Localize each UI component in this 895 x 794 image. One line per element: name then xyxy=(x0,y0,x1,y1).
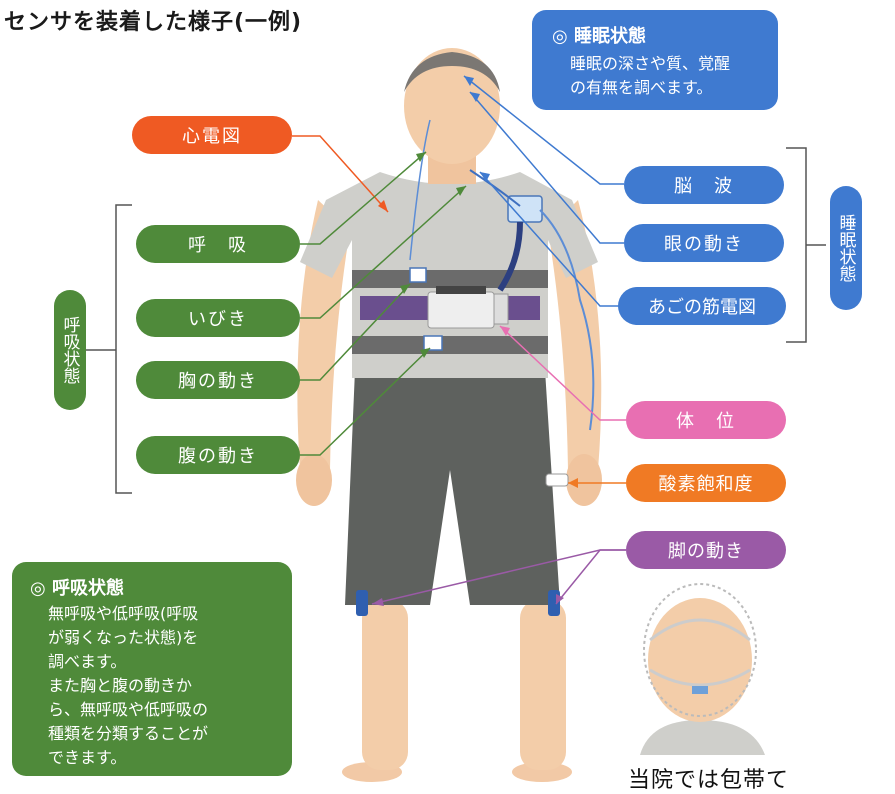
label-leg-movement: 脚の動き xyxy=(626,531,786,569)
label-jaw-emg: あごの筋電図 xyxy=(618,287,786,325)
respiratory-state-body: 無呼吸や低呼吸(呼吸 が弱くなった状態)を 調べます。 また胸と腹の動きか ら、… xyxy=(48,604,209,767)
label-respiratory-group: 呼吸状態 xyxy=(54,290,86,410)
sleep-state-body: 睡眠の深さや質、覚醒 の有無を調べます。 xyxy=(570,54,731,97)
label-sleep-group: 睡眠状態 xyxy=(830,186,862,310)
label-brainwave: 脳 波 xyxy=(624,166,784,204)
person-illustration xyxy=(296,48,602,782)
respiratory-state-box: ◎ 呼吸状態 無呼吸や低呼吸(呼吸 が弱くなった状態)を 調べます。 また胸と腹… xyxy=(12,562,292,776)
label-breathing: 呼 吸 xyxy=(136,225,300,263)
inset-head-illustration xyxy=(640,583,765,755)
respiratory-bracket xyxy=(86,204,132,494)
page-title: センサを装着した様子(一例) xyxy=(4,10,303,35)
connector-lines xyxy=(292,75,626,605)
label-oxygen-saturation: 酸素飽和度 xyxy=(626,464,786,502)
label-snoring: いびき xyxy=(136,299,300,337)
bottom-caption: 当院では包帯て xyxy=(628,768,790,793)
arrowheads xyxy=(372,76,578,606)
respiratory-state-heading: ◎ 呼吸状態 xyxy=(30,578,124,599)
label-ecg: 心電図 xyxy=(132,116,292,154)
sleep-state-box: ◎ 睡眠状態 睡眠の深さや質、覚醒 の有無を調べます。 xyxy=(532,10,778,110)
label-eye-movement: 眼の動き xyxy=(624,224,784,262)
sleep-bracket xyxy=(786,147,826,343)
label-chest-movement: 胸の動き xyxy=(136,361,300,399)
sleep-state-heading: ◎ 睡眠状態 xyxy=(552,26,646,47)
label-abdomen-movement: 腹の動き xyxy=(136,436,300,474)
label-body-position: 体 位 xyxy=(626,401,786,439)
